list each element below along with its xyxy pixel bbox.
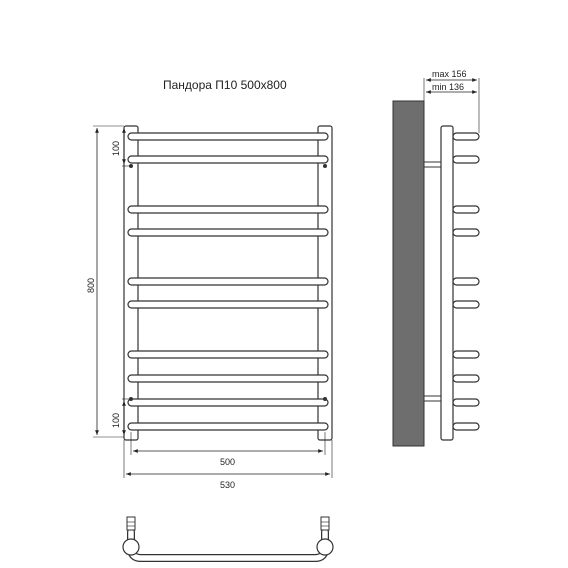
rail-1 [127, 132, 329, 141]
side-rail-5 [452, 277, 480, 286]
rail-10 [127, 422, 329, 431]
rail-3 [127, 205, 329, 214]
front-view [123, 125, 333, 441]
total-width-label: 530 [220, 480, 235, 490]
max-depth-label: max 156 [432, 69, 467, 79]
rail-2 [127, 155, 329, 164]
center-width-label: 500 [220, 457, 235, 467]
side-rail-9 [452, 398, 480, 407]
product-title: Пандора П10 500x800 [163, 78, 287, 92]
top-view-right-post [316, 538, 334, 556]
bottom-bracket [423, 395, 443, 402]
horizontal-dimensions: 500 530 [123, 432, 333, 490]
rail-6 [127, 300, 329, 309]
bottom-right-connector [323, 397, 327, 401]
side-post [440, 125, 454, 441]
top-bracket [423, 161, 443, 168]
top-spacing-label: 100 [111, 141, 121, 156]
top-view-right-fitting [320, 516, 330, 531]
top-view [122, 516, 334, 562]
side-rail-8 [452, 374, 480, 383]
side-rail-4 [452, 228, 480, 237]
side-view: max 156 min 136 [392, 69, 480, 447]
rail-5 [127, 277, 329, 286]
min-depth-label: min 136 [432, 82, 464, 92]
top-view-left-post [122, 538, 140, 556]
side-rail-1 [452, 132, 480, 141]
side-rail-7 [452, 350, 480, 359]
top-right-connector [323, 164, 327, 168]
vertical-dimensions: 800 100 100 [86, 125, 131, 438]
top-view-left-fitting [126, 516, 136, 531]
height-label: 800 [86, 278, 96, 293]
rail-7 [127, 350, 329, 359]
rail-9 [127, 398, 329, 407]
bottom-spacing-label: 100 [111, 413, 121, 428]
rail-4 [127, 228, 329, 237]
side-rail-3 [452, 205, 480, 214]
side-rail-2 [452, 155, 480, 164]
rail-8 [127, 374, 329, 383]
side-rail-6 [452, 300, 480, 309]
wall [392, 100, 425, 447]
side-rail-10 [452, 422, 480, 431]
